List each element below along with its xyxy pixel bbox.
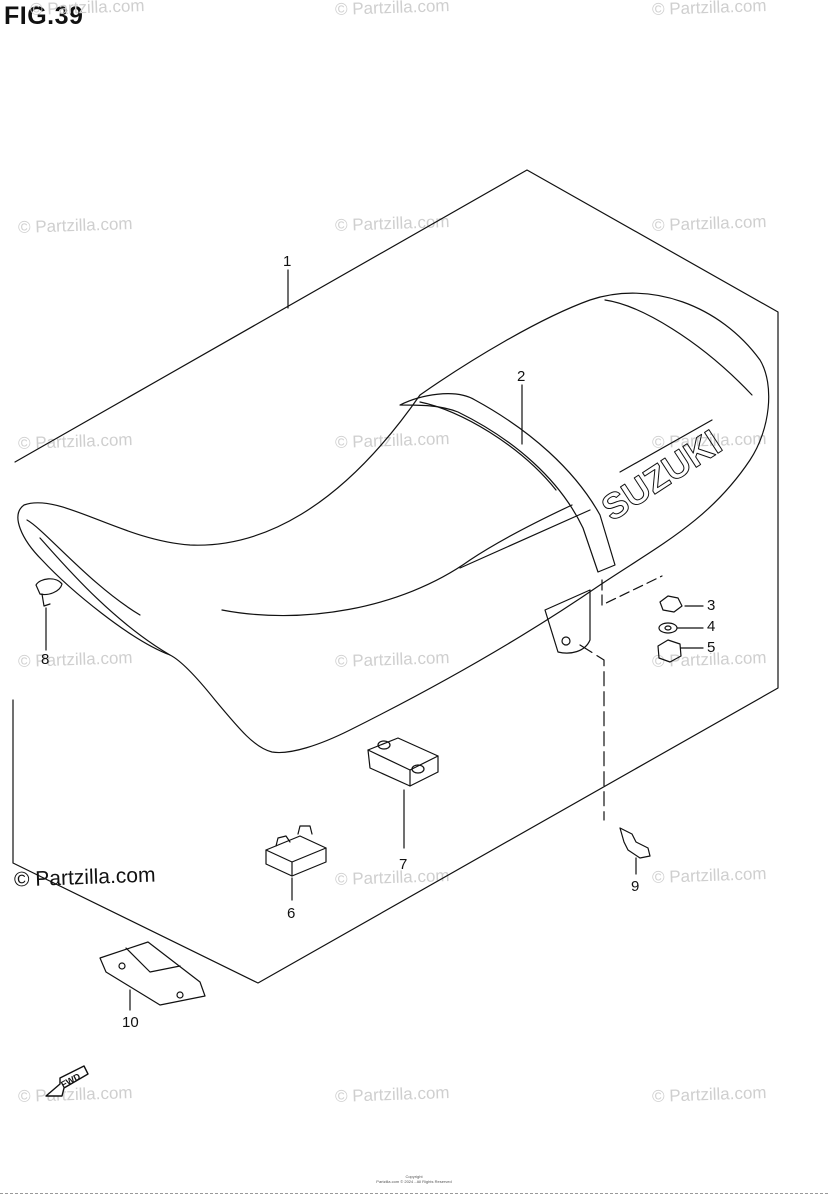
copyright-text: Partzilla.com © 2024 - All Rights Reserv…: [376, 1179, 452, 1184]
bottom-rule: [0, 1193, 828, 1194]
seat-bracket-hole: [561, 636, 571, 646]
seat-front-inner: [26, 519, 141, 616]
seat-seam: [221, 504, 573, 617]
seat-side-line: [459, 509, 591, 569]
seat-outline: [17, 292, 770, 754]
callout-10: 10: [122, 1014, 139, 1031]
callout-5: 5: [707, 639, 716, 656]
nut-part-5: [657, 639, 682, 663]
seat-front-contour: [39, 537, 171, 656]
callout-4: 4: [707, 618, 716, 635]
rubber-mount-part-6: [265, 835, 327, 877]
seat-bracket: [544, 589, 591, 654]
washer-part-4-hole: [664, 625, 672, 631]
callout-3: 3: [707, 597, 716, 614]
callout-6: 6: [287, 905, 296, 922]
bolt-connector: [579, 644, 605, 821]
fwd-arrow: [45, 1065, 89, 1097]
washer-part-4: [658, 622, 678, 634]
callout-1: 1: [283, 253, 292, 270]
seat-strap: [399, 393, 616, 573]
hardware-connector: [601, 575, 663, 606]
nut-part-3: [659, 595, 683, 613]
strap-inner-line: [419, 401, 557, 491]
callout-7: 7: [399, 856, 408, 873]
callout-8: 8: [41, 651, 50, 668]
bracket-plate-part-10: [99, 941, 206, 1006]
seat-rear-edge: [604, 299, 753, 396]
rubber-block-part-7: [367, 737, 439, 787]
callout-9: 9: [631, 878, 640, 895]
copyright-year: Copyright: [405, 1174, 423, 1179]
clip-part-8: [35, 578, 63, 596]
assembly-box-outline: [12, 169, 779, 984]
seat-brand-lettering: SUZUKI: [594, 421, 729, 528]
bolt-part-9: [619, 827, 651, 859]
callout-2: 2: [517, 368, 526, 385]
figure-title: FIG.39: [4, 2, 84, 30]
seat-rear-trim: [619, 419, 713, 473]
